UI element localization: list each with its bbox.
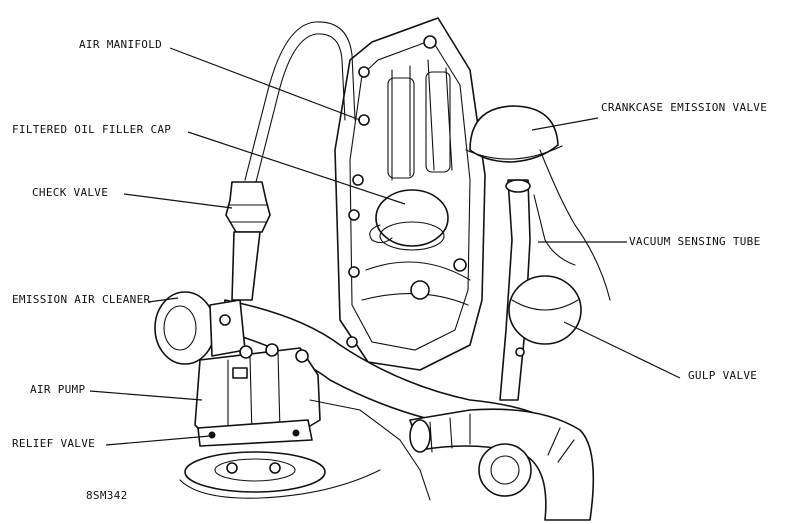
leader-oil-filler-cap <box>187 131 406 205</box>
label-check-valve: CHECK VALVE <box>32 186 108 199</box>
cover-window <box>387 77 415 179</box>
head-bolt <box>453 258 467 272</box>
head-bolt <box>348 209 360 221</box>
cover-rib-right <box>427 59 453 171</box>
air-pump-bolt <box>239 345 253 359</box>
labels: AIR MANIFOLD FILTERED OIL FILLER CAP CHE… <box>12 38 767 502</box>
air-pump-port <box>232 367 248 379</box>
crankcase-valve-base <box>465 145 563 160</box>
emission-air-cleaner-face <box>163 305 197 351</box>
head-bolt <box>423 35 437 49</box>
pump-pulley <box>184 451 326 493</box>
gulp-valve-band <box>511 299 579 311</box>
leader-crankcase-valve <box>531 117 599 131</box>
label-vacuum-sensing-tube: VACUUM SENSING TUBE <box>629 235 761 248</box>
label-air-manifold: AIR MANIFOLD <box>79 38 162 51</box>
cover-rib-left <box>391 65 411 181</box>
leader-air-manifold <box>169 47 361 121</box>
label-emission-air-cleaner: EMISSION AIR CLEANER <box>12 293 151 306</box>
air-pump-bolt <box>295 349 309 363</box>
head-bolt <box>358 66 370 78</box>
check-valve-body <box>225 181 271 233</box>
leader-air-pump <box>89 390 203 401</box>
label-relief-valve: RELIEF VALVE <box>12 437 95 450</box>
label-air-pump: AIR PUMP <box>30 383 85 396</box>
fitting <box>219 314 231 326</box>
lower-hose <box>409 408 595 521</box>
label-gulp-valve: GULP VALVE <box>688 369 757 382</box>
leader-air-cleaner <box>147 297 179 303</box>
air-cleaner-neck <box>209 299 246 357</box>
cover-window-2 <box>425 71 451 173</box>
air-pump-bolt <box>265 343 279 357</box>
rocker-cover-inner <box>349 39 471 351</box>
leader-relief-valve <box>105 435 211 446</box>
oil-filler-cap-rim <box>379 221 445 251</box>
label-crankcase-emission-valve: CRANKCASE EMISSION VALVE <box>601 101 767 114</box>
air-manifold-tube-outer <box>255 33 346 183</box>
head-bolt <box>348 266 360 278</box>
lower-hose-ribs <box>429 413 575 463</box>
air-manifold-tube <box>244 21 356 181</box>
leader-lines <box>89 47 681 446</box>
air-pump-fins <box>227 351 281 439</box>
pump-pulley-inner <box>214 458 296 482</box>
crankcase-valve-dome <box>469 105 559 163</box>
check-valve-bands <box>227 204 269 223</box>
head-bolt <box>346 336 358 348</box>
relief-valve <box>197 419 313 447</box>
leader-gulp-valve <box>563 321 681 379</box>
vacuum-sensing-tube <box>539 149 611 301</box>
check-valve-stem <box>231 231 261 301</box>
belt <box>179 469 381 499</box>
relief-valve-bolt <box>208 431 216 439</box>
pump-bracket <box>309 399 431 501</box>
leader-check-valve <box>123 193 233 209</box>
hose-clamp <box>409 419 431 453</box>
figure-id: 8SM342 <box>86 489 128 502</box>
head-bolt <box>352 174 364 186</box>
crankcase-valve-tube-cap <box>505 179 531 193</box>
oil-filler-cap <box>375 189 449 247</box>
head-bolt <box>358 114 370 126</box>
oil-filler-hose <box>369 224 393 244</box>
head-bolt <box>410 280 430 300</box>
relief-valve-bolt <box>292 429 300 437</box>
radiator-cap-inner <box>490 455 520 485</box>
engine-illustration <box>154 17 611 521</box>
vacuum-sensing-tube-2 <box>533 194 576 266</box>
radiator-cap <box>478 443 532 497</box>
pulley-hole <box>269 462 281 474</box>
pulley-hole <box>226 462 238 474</box>
label-filtered-oil-filler-cap: FILTERED OIL FILLER CAP <box>12 123 171 136</box>
fitting <box>515 347 525 357</box>
